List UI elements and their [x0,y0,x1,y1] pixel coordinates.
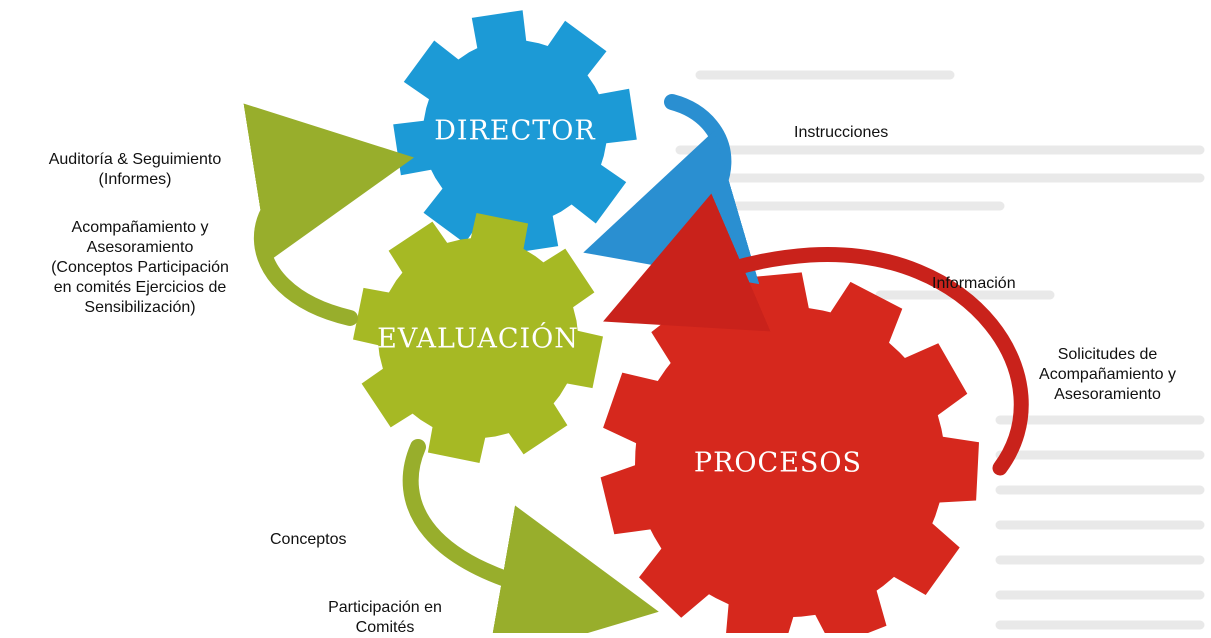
instrucciones-arrow [583,94,760,285]
participacion-label: Participación en Comités [300,598,470,638]
procesos-gear-title: PROCESOS [694,448,862,479]
participacion-label-line2: Comités [355,619,415,636]
solicitudes-label-line3: Asesoramiento [1054,386,1161,403]
acompanamiento-label-line5: Sensibilización) [84,299,196,316]
director-gear-title: DIRECTOR [434,116,595,147]
instrucciones-label: Instrucciones [794,124,889,141]
informacion-arrow [603,193,1029,476]
solicitudes-label: Solicitudes de Acompañamiento y Asesoram… [1010,345,1205,405]
auditoria-label-line1: Auditoría & Seguimiento [48,151,222,168]
solicitudes-label-line1: Solicitudes de [1057,346,1158,363]
participacion-label-line1: Participación en [328,599,442,616]
director-gear [393,10,637,254]
conceptos-arrow [402,439,659,633]
acompanamiento-label-line1: Acompañamiento y [71,219,209,236]
auditoria-label-line2: (Informes) [98,171,172,188]
auditoria-arrow [243,103,415,326]
acompanamiento-label-line2: Asesoramiento [86,239,194,256]
procesos-gear [600,272,979,633]
evaluacion-gear-title: EVALUACIÓN [377,321,579,355]
solicitudes-label-line2: Acompañamiento y [1039,366,1176,383]
acompanamiento-label-line4: en comités Ejercicios de [53,279,227,296]
conceptos-label: Conceptos [270,531,347,548]
informacion-label: Información [932,275,1016,292]
acompanamiento-label: Acompañamiento y Asesoramiento (Concepto… [10,218,270,318]
evaluacion-gear [353,213,603,463]
acompanamiento-label-line3: (Conceptos Participación [51,259,229,276]
auditoria-label: Auditoría & Seguimiento (Informes) [5,150,265,190]
